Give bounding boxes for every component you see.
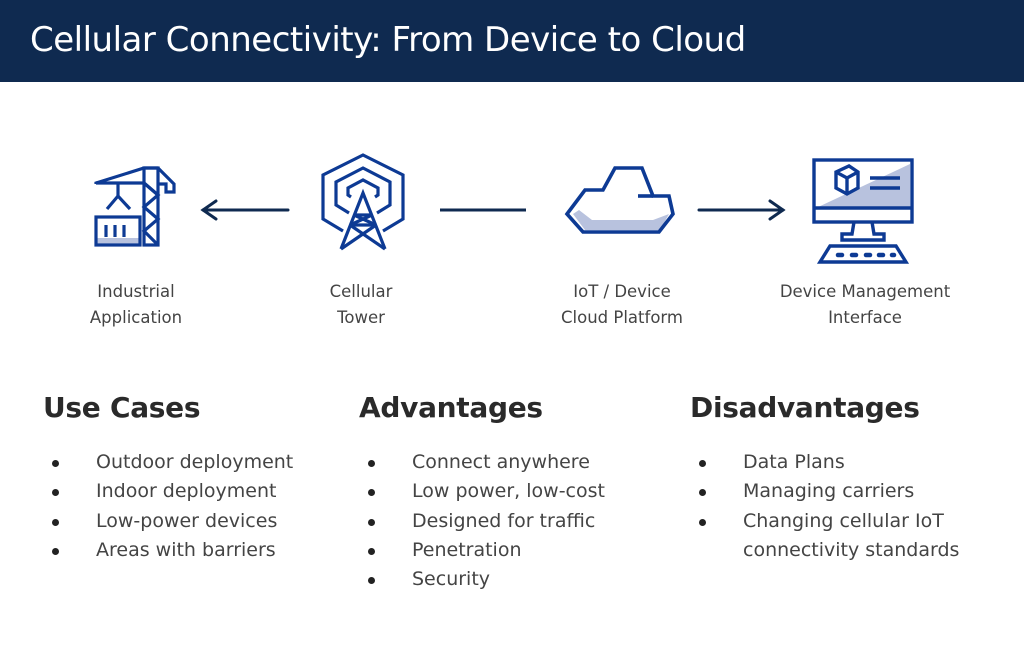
list-item-text: Changing cellular IoT connectivity stand… bbox=[743, 509, 960, 561]
page-title: Cellular Connectivity: From Device to Cl… bbox=[30, 20, 746, 60]
list-item-text: Low power, low-cost bbox=[412, 480, 605, 503]
node-label-line: Cellular bbox=[329, 282, 393, 301]
arrow-cloud-to-interface bbox=[697, 199, 787, 221]
cloud-icon bbox=[564, 166, 677, 238]
crane-container-icon bbox=[94, 166, 178, 248]
section-heading: Use Cases bbox=[43, 391, 201, 424]
list-item: Managing carriers bbox=[690, 477, 990, 506]
list-item: Low-power devices bbox=[43, 507, 293, 536]
list-item-text: Security bbox=[412, 568, 491, 591]
list-item-text: Outdoor deployment bbox=[96, 451, 294, 473]
cellular-tower-icon bbox=[321, 153, 405, 251]
bullet-icon bbox=[699, 489, 706, 497]
list-item-text: Areas with barriers bbox=[96, 538, 276, 561]
node-label-line: Cloud Platform bbox=[561, 308, 683, 327]
bullet-icon bbox=[368, 547, 375, 555]
bullet-list: Outdoor deployment Indoor deployment Low… bbox=[43, 448, 293, 565]
list-item: Designed for traffic bbox=[359, 507, 605, 536]
section-disadvantages: Disadvantages Data Plans Managing carrie… bbox=[690, 390, 990, 565]
bullet-icon bbox=[52, 518, 59, 526]
line-tower-to-cloud bbox=[440, 208, 526, 212]
bullet-icon bbox=[52, 547, 59, 555]
bullet-icon bbox=[368, 460, 375, 467]
list-item-text: Penetration bbox=[412, 538, 522, 561]
list-item: Outdoor deployment bbox=[43, 448, 293, 477]
node-label-line: Device Management bbox=[779, 282, 951, 301]
list-item-text: Managing carriers bbox=[743, 480, 915, 503]
node-label-line: Tower bbox=[337, 308, 385, 327]
node-label-line: IoT / Device bbox=[573, 282, 671, 301]
title-banner: Cellular Connectivity: From Device to Cl… bbox=[0, 0, 1024, 82]
section-heading: Disadvantages bbox=[690, 391, 920, 424]
list-item: Indoor deployment bbox=[43, 477, 293, 506]
list-item: Security bbox=[359, 565, 605, 594]
list-item-text: Data Plans bbox=[743, 451, 845, 473]
node-label-line: Interface bbox=[828, 308, 902, 327]
bullet-icon bbox=[368, 518, 375, 526]
list-item: Low power, low-cost bbox=[359, 477, 605, 506]
bullet-icon bbox=[699, 460, 706, 467]
node-label-cloud: IoT / Device Cloud Platform bbox=[561, 279, 683, 331]
section-use-cases: Use Cases Outdoor deployment Indoor depl… bbox=[43, 390, 293, 565]
node-label-line: Application bbox=[89, 308, 183, 327]
node-label-tower: Cellular Tower bbox=[330, 279, 393, 331]
list-item-text: Designed for traffic bbox=[412, 509, 596, 532]
list-item-text: Connect anywhere bbox=[412, 451, 590, 473]
node-label-line: Industrial bbox=[97, 282, 175, 301]
list-item: Areas with barriers bbox=[43, 536, 293, 565]
section-heading: Advantages bbox=[359, 391, 543, 424]
list-item: Data Plans bbox=[690, 448, 990, 477]
bullet-icon bbox=[52, 489, 59, 497]
bullet-list: Connect anywhere Low power, low-cost Des… bbox=[359, 448, 605, 594]
list-item: Connect anywhere bbox=[359, 448, 605, 477]
list-item: Changing cellular IoT connectivity stand… bbox=[690, 507, 990, 566]
bullet-list: Data Plans Managing carriers Changing ce… bbox=[690, 448, 990, 565]
bullet-icon bbox=[52, 460, 59, 467]
bullet-icon bbox=[699, 518, 706, 526]
arrow-tower-to-industrial bbox=[200, 199, 290, 221]
bullet-icon bbox=[368, 577, 375, 585]
bullet-icon bbox=[368, 489, 375, 497]
node-label-industrial: Industrial Application bbox=[90, 279, 182, 331]
section-advantages: Advantages Connect anywhere Low power, l… bbox=[359, 390, 605, 594]
computer-monitor-icon bbox=[812, 158, 914, 264]
list-item: Penetration bbox=[359, 536, 605, 565]
list-item-text: Indoor deployment bbox=[96, 480, 277, 503]
list-item-text: Low-power devices bbox=[96, 509, 278, 532]
node-label-interface: Device Management Interface bbox=[780, 279, 950, 331]
